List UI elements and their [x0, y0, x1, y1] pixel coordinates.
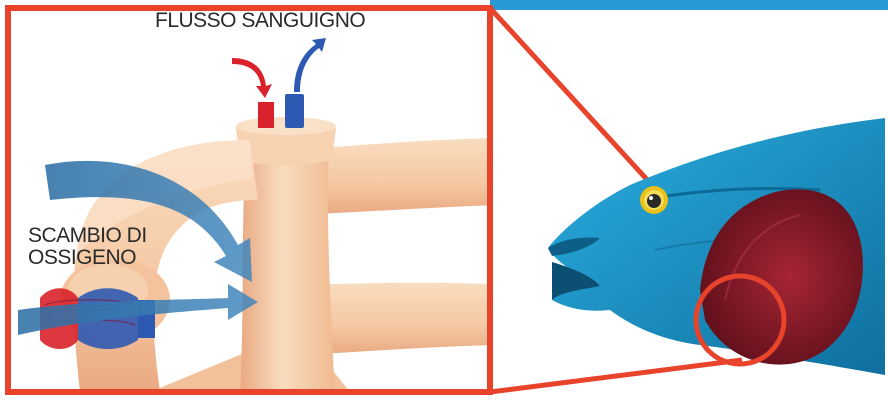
oxygen-exchange-line-2: OSSIGENO	[28, 247, 147, 269]
fish-eye-icon	[640, 186, 668, 214]
blood-flow-label: FLUSSO SANGUIGNO	[155, 10, 365, 32]
oxygen-exchange-label: SCAMBIO DI OSSIGENO	[28, 225, 147, 269]
inset-panel	[8, 8, 495, 395]
oxygen-exchange-line-1: SCAMBIO DI	[28, 225, 147, 247]
vein-stub	[285, 94, 304, 128]
zoom-line-bottom	[490, 360, 742, 392]
top-accent-bar	[490, 0, 888, 10]
artery-stub	[258, 102, 274, 128]
central-stalk	[240, 132, 335, 395]
fish-head	[548, 118, 885, 375]
